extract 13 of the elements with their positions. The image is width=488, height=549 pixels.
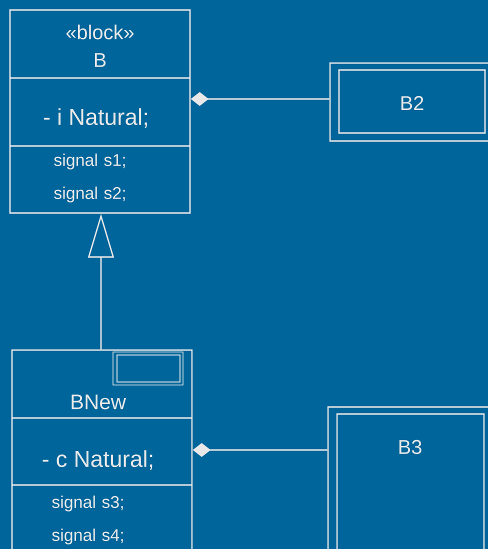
block-box — [9, 9, 191, 214]
label: «block» — [66, 24, 134, 40]
label: signal s3; signal s4; — [52, 496, 123, 544]
label: - i Natural; — [44, 108, 147, 128]
label: BNew — [72, 394, 126, 410]
label: - c Natural; — [42, 450, 152, 470]
part-box — [329, 62, 488, 142]
label: B3 — [399, 440, 422, 454]
label: signal s1; signal s2; — [54, 154, 125, 202]
part-box — [327, 406, 488, 549]
label: B2 — [401, 96, 424, 110]
block-box — [11, 349, 193, 549]
label: B — [94, 53, 106, 67]
